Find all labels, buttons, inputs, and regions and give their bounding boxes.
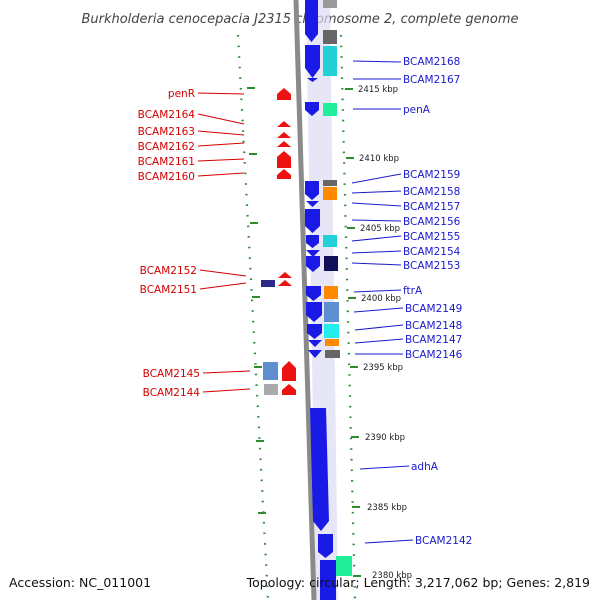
gene-label: BCAM2162 [138, 141, 195, 153]
reverse-genes [277, 88, 296, 395]
gene-label: BCAM2147 [405, 334, 462, 346]
gene-label: BCAM2167 [403, 74, 460, 86]
gene-label: BCAM2158 [403, 186, 460, 198]
right-scale-dots [339, 34, 357, 600]
gene-label: BCAM2161 [138, 156, 195, 168]
gene-label: BCAM2146 [405, 349, 463, 361]
gene-label: BCAM2145 [143, 368, 200, 380]
gene-label: BCAM2157 [403, 201, 460, 213]
kbp-label: 2410 kbp [359, 154, 399, 164]
gene-label: BCAM2144 [143, 387, 201, 399]
gene-label: penR [168, 88, 195, 100]
gene-label: BCAM2148 [405, 320, 462, 332]
gene-label: BCAM2159 [403, 169, 460, 181]
right-ticks [345, 88, 361, 577]
reverse-gene-boxes [261, 280, 278, 395]
right-gene-labels: BCAM2168 BCAM2167 penA BCAM2159 BCAM2158… [403, 56, 472, 547]
gene-label: BCAM2149 [405, 303, 462, 315]
gene-label: BCAM2156 [403, 216, 461, 228]
gene-label: penA [403, 104, 431, 116]
left-ticks [247, 87, 266, 514]
gene-label: BCAM2153 [403, 260, 460, 272]
right-leader-lines [351, 60, 414, 544]
left-scale-dots [236, 34, 270, 600]
kbp-label: 2415 kbp [358, 85, 398, 95]
map-title: Burkholderia cenocepacia J2315 chromosom… [81, 12, 518, 27]
kbp-label: 2390 kbp [365, 433, 405, 443]
gene-label: BCAM2160 [138, 171, 195, 183]
gene-label: adhA [411, 461, 439, 473]
gene-label: BCAM2168 [403, 56, 460, 68]
forward-gene-boxes [323, 0, 352, 576]
kbp-label: 2385 kbp [367, 503, 407, 513]
kbp-label: 2395 kbp [363, 363, 403, 373]
gene-label: BCAM2154 [403, 246, 461, 258]
gene-label: ftrA [403, 285, 423, 297]
topology-text: Topology: circular; Length: 3,217,062 bp… [246, 575, 590, 590]
gene-label: BCAM2151 [140, 284, 197, 296]
gene-label: BCAM2164 [138, 109, 196, 121]
gene-label: BCAM2163 [138, 126, 195, 138]
genome-backbone [293, 0, 317, 600]
gene-label: BCAM2142 [415, 535, 472, 547]
accession-text: Accession: NC_011001 [9, 575, 151, 590]
left-leader-lines [197, 92, 251, 393]
kbp-label: 2380 kbp [372, 571, 412, 581]
gene-label: BCAM2152 [140, 265, 197, 277]
kbp-labels: 2415 kbp 2410 kbp 2405 kbp 2400 kbp 2395… [358, 85, 412, 581]
kbp-label: 2405 kbp [360, 224, 400, 234]
gene-label: BCAM2155 [403, 231, 460, 243]
left-gene-labels: penR BCAM2164 BCAM2163 BCAM2162 BCAM2161… [138, 88, 201, 399]
forward-genes [305, 0, 336, 600]
kbp-label: 2400 kbp [361, 294, 401, 304]
